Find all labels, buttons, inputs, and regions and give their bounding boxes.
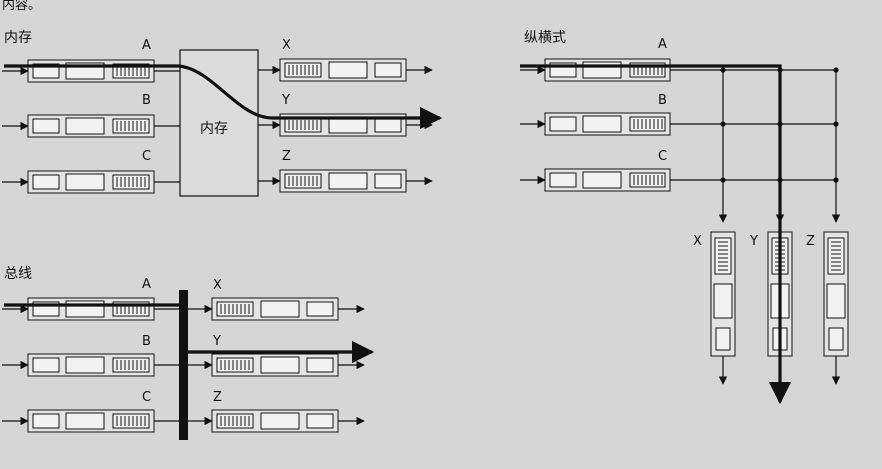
bus-transfer-path: [4, 303, 375, 364]
bus-input-label-b: B: [142, 334, 151, 349]
memory-input-port-a: [2, 59, 180, 83]
crossbar-output-label-x: X: [693, 234, 702, 249]
bus-output-label-z: Z: [213, 390, 222, 405]
fragment-text: 内容。: [2, 0, 41, 13]
memory-input-port-c: [2, 170, 180, 194]
crossbar-output-label-z: Z: [806, 234, 815, 249]
crossbar-input-port-c: [520, 168, 671, 192]
crossbar-output-label-y: Y: [749, 234, 758, 249]
memory-panel: 内存 内存 A B: [2, 30, 443, 197]
memory-switch-box: [179, 49, 259, 197]
memory-panel-title: 内存: [4, 30, 32, 46]
crossbar-transfer-path: [520, 64, 792, 405]
bus-input-port-b: [2, 353, 179, 377]
memory-output-port-x: [258, 58, 433, 82]
bus-panel-title: 总线: [4, 266, 32, 282]
memory-transfer-path: [4, 64, 443, 130]
crossbar-panel-title: 纵横式: [524, 30, 566, 46]
bus-input-port-a: [2, 297, 179, 321]
memory-output-port-z: [258, 169, 433, 193]
memory-input-port-b: [2, 114, 180, 138]
crossbar-input-label-c: C: [658, 149, 667, 164]
bus-panel: 总线 A B: [2, 266, 375, 440]
memory-input-label-c: C: [142, 149, 151, 164]
memory-output-label-z: Z: [282, 149, 291, 164]
memory-output-label-y: Y: [281, 93, 290, 108]
bus-input-label-a: A: [142, 277, 151, 292]
bus-output-port-x: [188, 297, 365, 321]
bus-output-port-y: [188, 353, 365, 377]
crossbar-panel: 纵横式 A B C: [520, 30, 849, 405]
bus-output-label-x: X: [213, 278, 222, 293]
bus-input-label-c: C: [142, 390, 151, 405]
bus-input-port-c: [2, 409, 179, 433]
memory-input-label-b: B: [142, 93, 151, 108]
memory-switch-label: 内存: [200, 121, 228, 137]
crossbar-input-label-a: A: [658, 37, 667, 52]
memory-input-label-a: A: [142, 38, 151, 53]
crossbar-output-port-z: [823, 231, 849, 385]
crossbar-input-port-a: [520, 58, 671, 82]
crossbar-input-port-b: [520, 112, 671, 136]
memory-output-label-x: X: [282, 38, 291, 53]
crossbar-input-label-b: B: [658, 93, 667, 108]
bus-bar: [179, 290, 188, 440]
crossbar-output-port-x: [710, 231, 736, 385]
bus-output-port-z: [188, 409, 365, 433]
bus-output-label-y: Y: [212, 334, 221, 349]
crossbar-grid: [670, 69, 841, 223]
